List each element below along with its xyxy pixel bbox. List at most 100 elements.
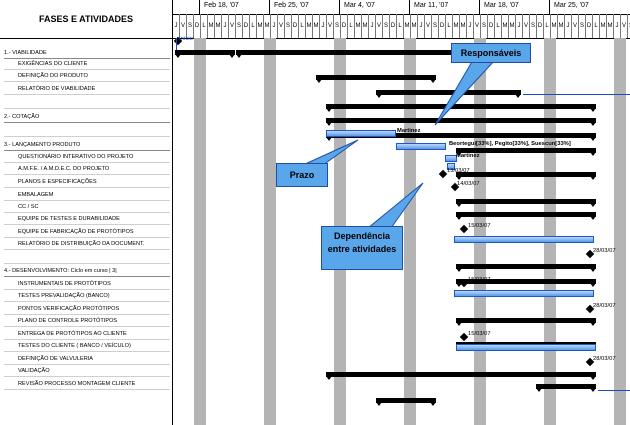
day-cell: J	[222, 14, 229, 38]
task-bar[interactable]	[456, 344, 596, 351]
task-row[interactable]: REVISÃO PROCESSO MONTAGEM CLIENTE	[4, 379, 170, 390]
summary-bar[interactable]	[456, 212, 596, 220]
month-label: Mar 18, '07	[484, 2, 519, 9]
month-divider	[479, 0, 480, 14]
task-row[interactable]: DEFINIÇÃO DO PRODUTO	[4, 71, 170, 82]
day-cell: L	[593, 14, 600, 38]
callout-responsaveis: Responsáveis	[451, 43, 531, 63]
day-cell: J	[516, 14, 523, 38]
day-cell: V	[621, 14, 628, 38]
task-row[interactable]: TESTES PREVALIDAÇÃO (BANCO)	[4, 291, 170, 302]
task-bar[interactable]	[445, 155, 457, 162]
summary-bar[interactable]	[316, 75, 436, 83]
task-row[interactable]: EQUIPE DE TESTES E DURABILIDADE	[4, 214, 170, 225]
task-row[interactable]: DEFINIÇÃO DE VALVULERIA	[4, 354, 170, 365]
summary-bar[interactable]	[175, 50, 235, 58]
summary-bar[interactable]	[376, 398, 436, 406]
day-cell: J	[467, 14, 474, 38]
milestone-diamond[interactable]	[459, 332, 469, 342]
task-row[interactable]: EQUIPE DE FABRICAÇÃO DE PROTÓTIPOS	[4, 227, 170, 238]
day-cell: M	[208, 14, 215, 38]
day-cell: D	[194, 14, 201, 38]
day-cell: S	[383, 14, 390, 38]
task-row[interactable]: ENTREGA DE PROTÓTIPOS AO CLIENTE	[4, 329, 170, 340]
task-row[interactable]: PONTOS VERIFICAÇÃO PROTÓTIPOS	[4, 304, 170, 315]
bar-label: 15/03/07	[468, 331, 491, 337]
task-row[interactable]: QUESTIONÁRIO INTERATIVO DO PROJETO	[4, 152, 170, 163]
day-cell: J	[418, 14, 425, 38]
summary-bar[interactable]	[456, 279, 596, 287]
weekend-shade	[404, 38, 416, 425]
month-label: Mar 4, '07	[344, 2, 375, 9]
day-cell: L	[201, 14, 208, 38]
summary-bar[interactable]	[456, 148, 596, 156]
day-cell: M	[558, 14, 565, 38]
day-cell: D	[341, 14, 348, 38]
month-divider	[549, 0, 550, 14]
day-cell: L	[544, 14, 551, 38]
month-divider	[269, 0, 270, 14]
dependency-link	[176, 38, 177, 50]
summary-bar[interactable]	[456, 264, 596, 272]
day-cell: M	[460, 14, 467, 38]
phase-row[interactable]: 3.- LANÇAMENTO PRODUTO	[4, 140, 170, 151]
summary-bar[interactable]	[536, 384, 596, 392]
milestone-diamond[interactable]	[438, 169, 448, 179]
day-cell: M	[306, 14, 313, 38]
summary-bar[interactable]	[456, 318, 596, 326]
task-row[interactable]: VALIDAÇÃO	[4, 366, 170, 377]
summary-bar[interactable]	[376, 90, 521, 98]
task-row[interactable]: RELATÓRIO DE VIABILIDADE	[4, 84, 170, 95]
day-cell: S	[187, 14, 194, 38]
summary-bar[interactable]	[326, 104, 596, 112]
phase-row[interactable]: 1.- VIABILIDADE	[4, 48, 170, 59]
day-cell: M	[509, 14, 516, 38]
task-bar[interactable]	[447, 163, 455, 170]
day-cell: D	[390, 14, 397, 38]
task-row[interactable]: RELATÓRIO DE DISTRIBUIÇÃO DA DOCUMENT.	[4, 239, 170, 250]
milestone-diamond[interactable]	[459, 224, 469, 234]
task-row[interactable]: EMBALAGEM	[4, 190, 170, 201]
task-bar[interactable]	[326, 130, 396, 137]
weekend-shade	[264, 38, 276, 425]
task-row[interactable]: INSTRUMENTAIS DE PROTÓTIPOS	[4, 279, 170, 290]
day-cell: M	[355, 14, 362, 38]
task-row[interactable]: A.M.F.E. / A.M.D.E.C. DO PROJETO	[4, 164, 170, 175]
blank-row	[4, 98, 170, 109]
summary-bar[interactable]	[326, 133, 596, 141]
phase-row[interactable]: 4.- DESENVOLVIMENTO: Ciclo em curso | 3|	[4, 266, 170, 277]
phase-row[interactable]: 2.- COTAÇÃO	[4, 112, 170, 123]
task-row[interactable]: TESTES DO CLIENTE ( BANCO / VEÍCULO)	[4, 341, 170, 352]
task-row[interactable]: PLANOS E ESPECIFICAÇÕES	[4, 177, 170, 188]
summary-bar[interactable]	[326, 118, 596, 126]
day-cell: L	[299, 14, 306, 38]
day-cell: M	[502, 14, 509, 38]
task-bar[interactable]	[396, 143, 446, 150]
month-label: Mar 25, '07	[554, 2, 589, 9]
task-bar[interactable]	[454, 236, 594, 243]
summary-bar[interactable]	[456, 172, 596, 180]
summary-bar[interactable]	[326, 372, 596, 380]
task-row[interactable]: PLANO DE CONTROLE PROTÓTIPOS	[4, 316, 170, 327]
day-cell: L	[348, 14, 355, 38]
day-cell: M	[264, 14, 271, 38]
bar-label: Beortegui[33%], Pegito[33%], Suescun[33%…	[449, 141, 571, 147]
weekend-shade	[194, 38, 206, 425]
bar-label: 28/03/07	[593, 303, 616, 309]
task-row[interactable]: CC / SC	[4, 202, 170, 213]
bar-label: Martinez	[456, 153, 480, 159]
day-cell: S	[432, 14, 439, 38]
task-bar[interactable]	[454, 290, 594, 297]
day-cell: M	[453, 14, 460, 38]
bar-label: 28/03/07	[593, 356, 616, 362]
month-divider	[199, 0, 200, 14]
weekend-shade	[544, 38, 556, 425]
day-cell: L	[446, 14, 453, 38]
summary-bar[interactable]	[456, 199, 596, 207]
day-cell: J	[320, 14, 327, 38]
task-row[interactable]: EXIGÊNCIAS DO CLIENTE	[4, 59, 170, 70]
day-cell: M	[215, 14, 222, 38]
